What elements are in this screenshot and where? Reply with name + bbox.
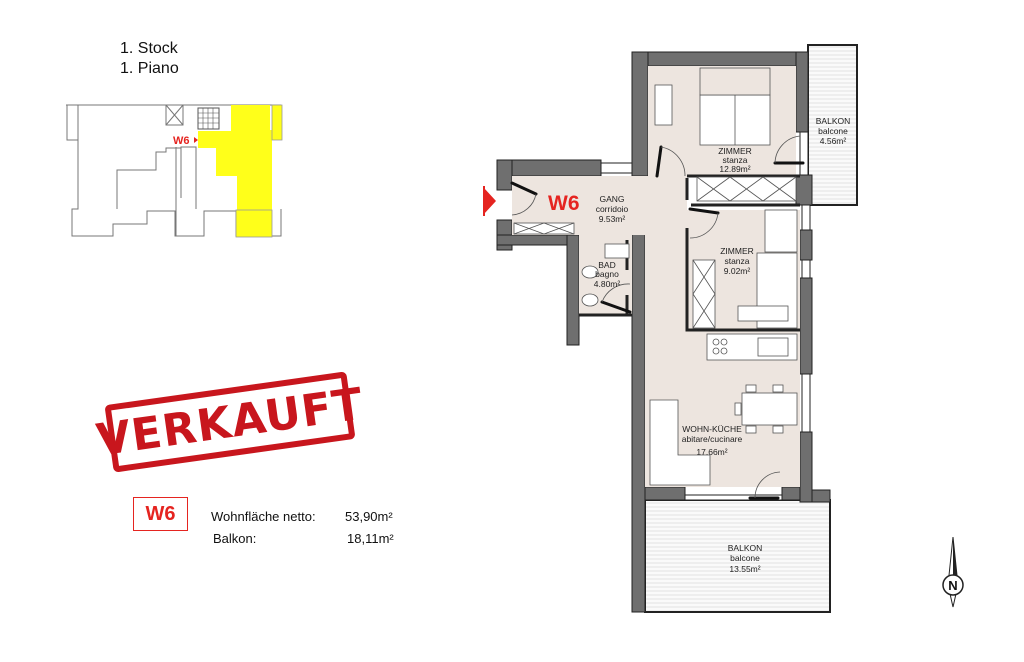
- svg-text:balcone: balcone: [818, 126, 848, 136]
- unit-badge: W6: [133, 497, 188, 531]
- svg-text:WOHN-KÜCHE: WOHN-KÜCHE: [682, 424, 742, 434]
- svg-text:corridoio: corridoio: [596, 204, 629, 214]
- keyplan-unit-highlight: [198, 105, 279, 226]
- svg-text:bagno: bagno: [595, 269, 619, 279]
- svg-text:BALKON: BALKON: [816, 116, 851, 126]
- north-compass-icon: N: [942, 536, 964, 608]
- net-area-value: 53,90m²: [345, 509, 393, 524]
- floor-title-de: 1. Stock: [120, 40, 178, 57]
- key-plan: W6: [66, 104, 283, 238]
- svg-text:4.80m²: 4.80m²: [594, 279, 621, 289]
- plan-unit-label: W6: [548, 192, 580, 215]
- keyplan-unit-label: W6: [173, 135, 190, 147]
- svg-text:GANG: GANG: [599, 194, 624, 204]
- svg-text:balcone: balcone: [730, 553, 760, 563]
- svg-text:BALKON: BALKON: [728, 543, 763, 553]
- balcony-area-value: 18,11m²: [347, 531, 394, 546]
- svg-text:stanza: stanza: [724, 256, 749, 266]
- balcony-area-label: Balkon:: [213, 531, 257, 546]
- svg-text:ZIMMER: ZIMMER: [718, 146, 752, 156]
- net-area-label: Wohnfläche netto:: [211, 509, 316, 524]
- svg-text:N: N: [948, 578, 957, 593]
- svg-text:17.66m²: 17.66m²: [696, 447, 727, 457]
- keyplan-entry-arrow-icon: [194, 137, 198, 143]
- svg-text:9.53m²: 9.53m²: [599, 214, 626, 224]
- balcony-top: [807, 44, 858, 206]
- svg-text:BAD: BAD: [598, 260, 615, 270]
- floor-title-it: 1. Piano: [120, 60, 179, 77]
- svg-text:9.02m²: 9.02m²: [724, 266, 751, 276]
- svg-text:stanza: stanza: [722, 155, 747, 165]
- svg-text:4.56m²: 4.56m²: [820, 136, 847, 146]
- entry-flag-icon: [484, 188, 496, 214]
- svg-text:abitare/cucinare: abitare/cucinare: [682, 434, 743, 444]
- svg-text:12.89m²: 12.89m²: [719, 164, 750, 174]
- svg-text:ZIMMER: ZIMMER: [720, 246, 754, 256]
- svg-text:13.55m²: 13.55m²: [729, 564, 760, 574]
